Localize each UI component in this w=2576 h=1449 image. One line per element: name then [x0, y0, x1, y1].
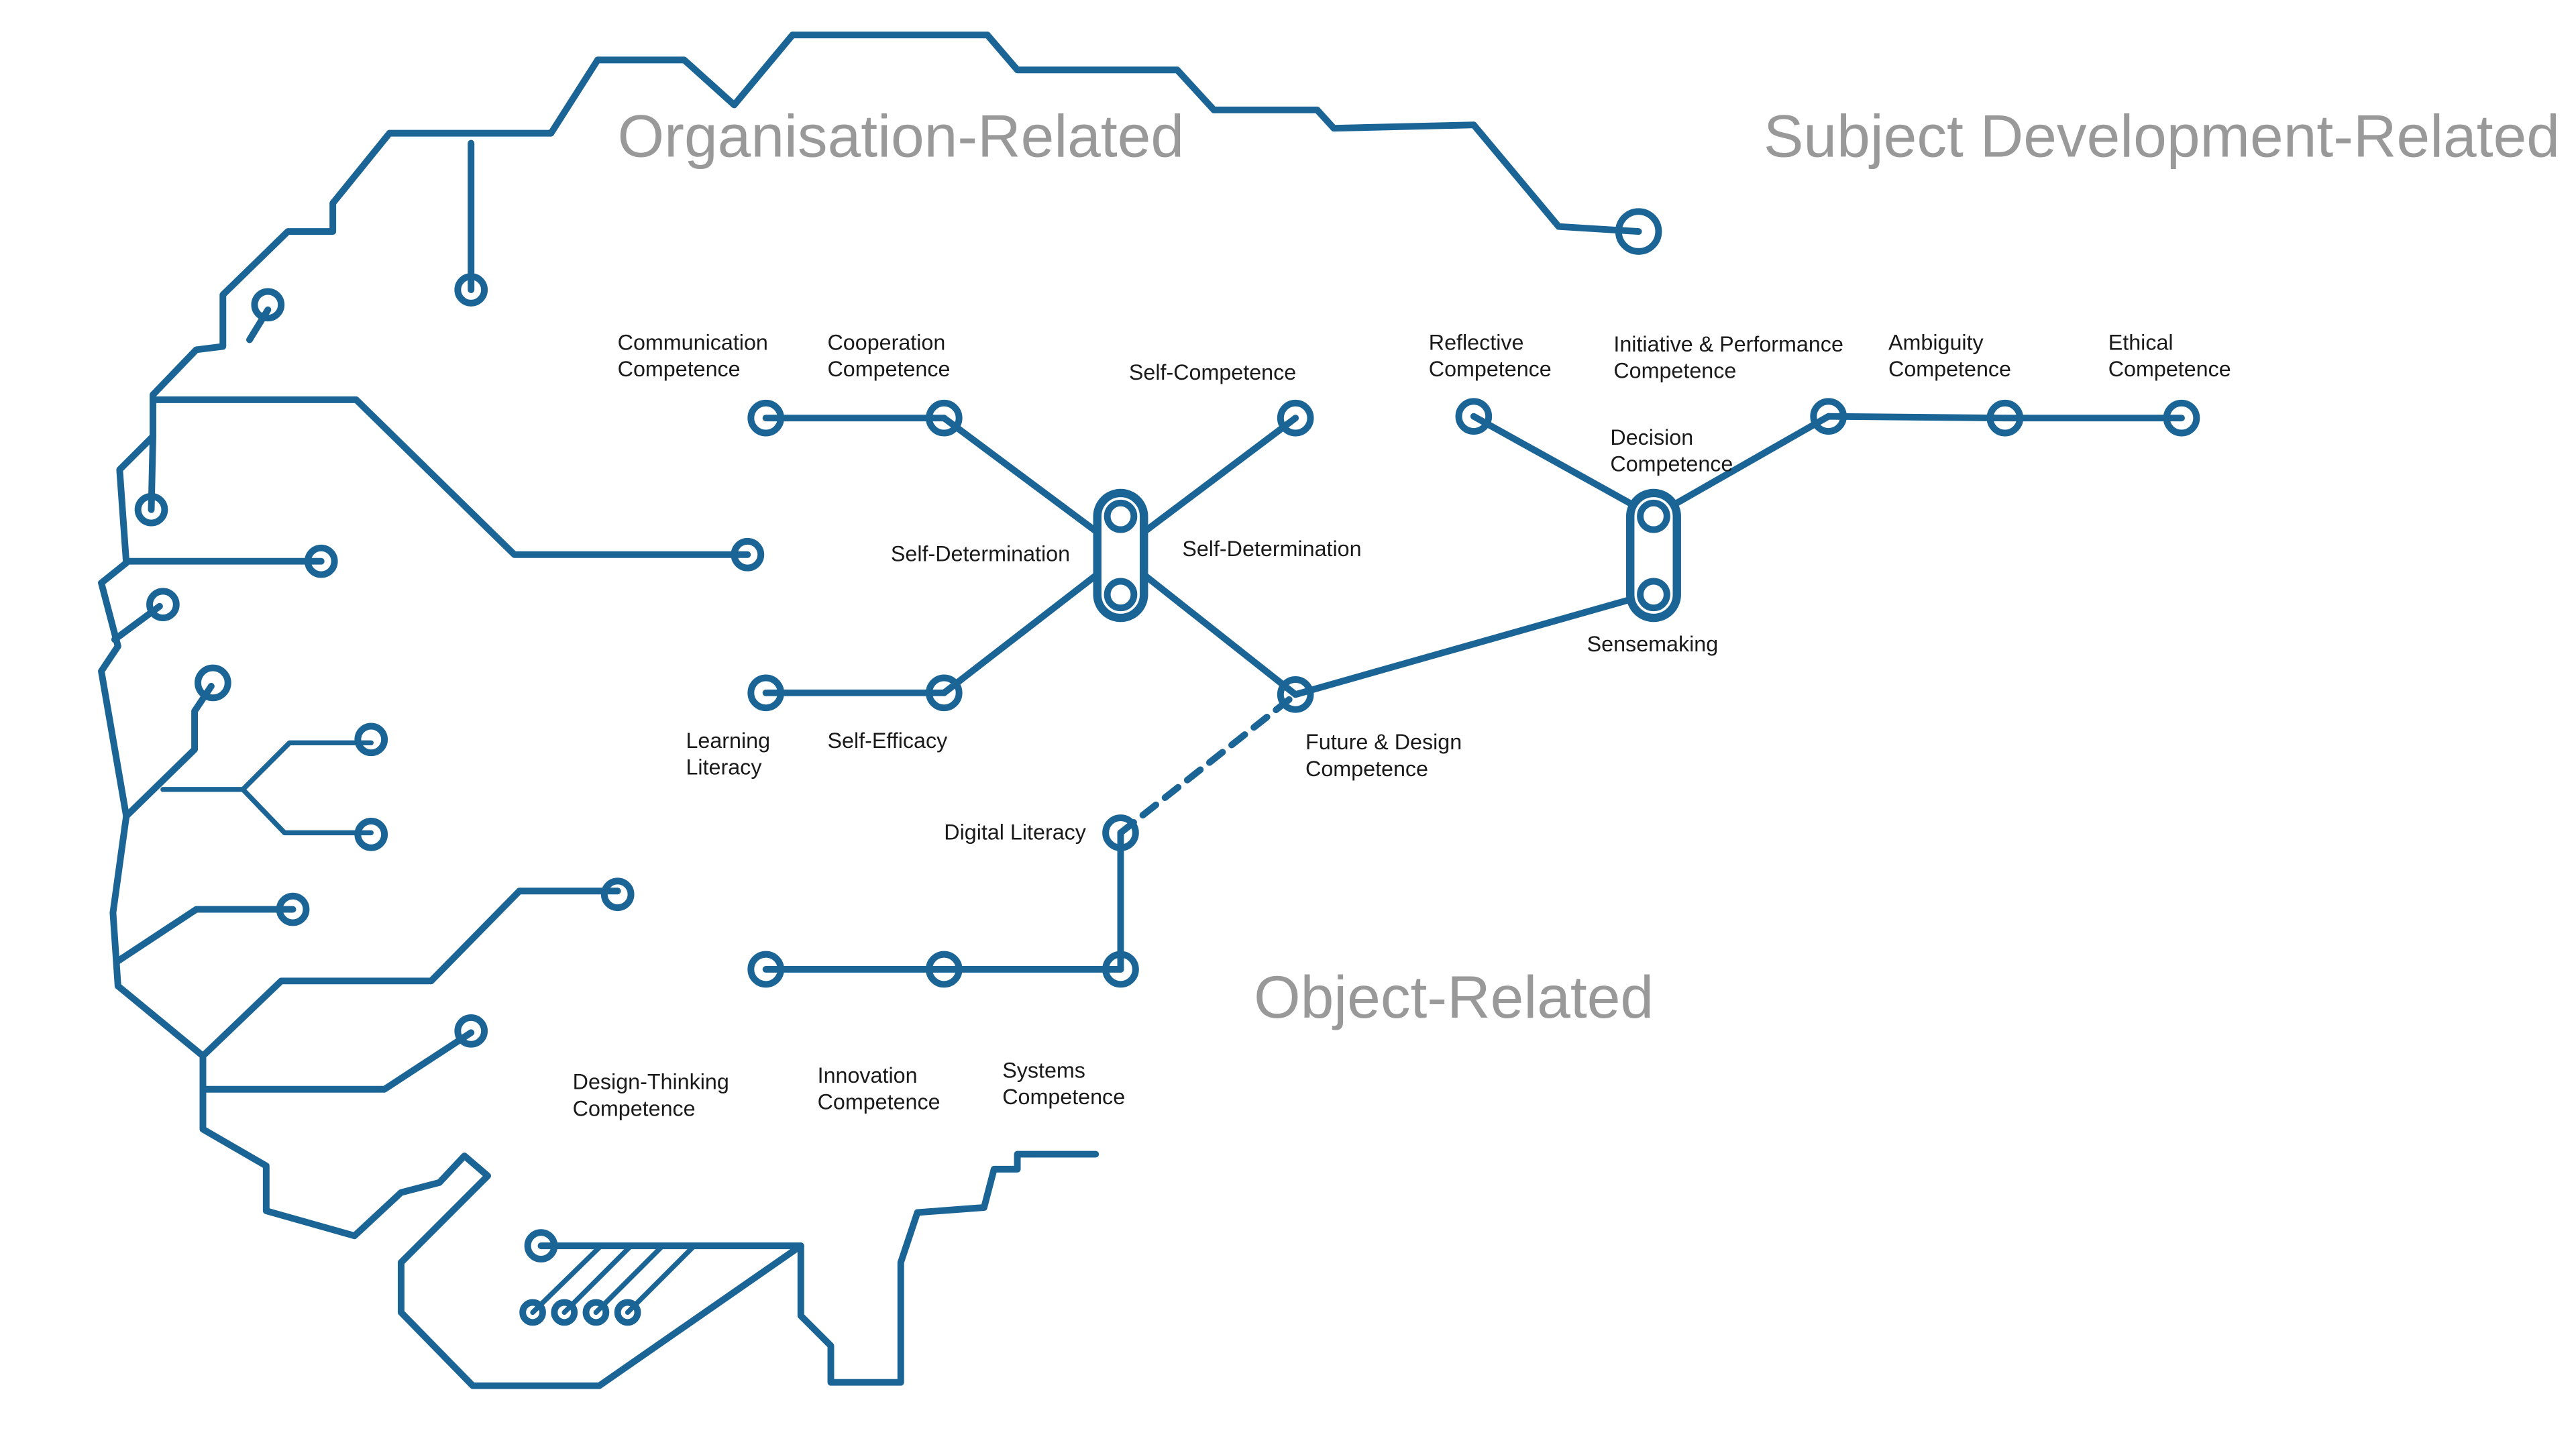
- branch-org-g: [114, 906, 297, 965]
- node-org-g: [276, 892, 310, 926]
- node-fan-top: [524, 1229, 558, 1263]
- node-ethical: [2163, 399, 2200, 437]
- hub-self-determination: [1093, 488, 1148, 623]
- node-ambiguity: [1986, 399, 2024, 437]
- node-initiative-performance: [1810, 398, 1847, 435]
- node-org-d: [304, 544, 338, 578]
- node-sensemaking: [1637, 578, 1670, 612]
- node-org-i: [454, 1014, 488, 1048]
- region-title-organisation: Organisation-Related: [618, 102, 1184, 169]
- branch-org-f: [123, 682, 215, 820]
- station-nodes: [134, 208, 2200, 1326]
- line-hub-future: [1117, 553, 1299, 698]
- region-title-object: Object-Related: [1254, 963, 1654, 1030]
- branch-org-h: [199, 888, 621, 1060]
- node-org-b-end: [731, 537, 765, 572]
- branch-org-fork2: [240, 787, 374, 836]
- node-fan-3: [582, 1299, 610, 1326]
- node-systems: [1102, 951, 1139, 988]
- region-title-subject-development: Subject Development-Related: [1764, 102, 2560, 169]
- node-org-f: [195, 664, 231, 702]
- node-fan-4: [614, 1299, 641, 1326]
- line-digital-future-dashed: [1117, 691, 1299, 837]
- label-self-efficacy: Self-Efficacy: [828, 729, 949, 753]
- node-org-e: [146, 588, 180, 622]
- branch-fan-3: [593, 1243, 665, 1316]
- node-org-fork-bottom: [354, 818, 388, 851]
- branch-org-fork: [160, 740, 374, 792]
- node-outline-end: [1615, 208, 1662, 255]
- node-fan-1: [519, 1299, 546, 1326]
- branch-org-b: [150, 396, 751, 558]
- node-org-a: [251, 288, 285, 322]
- node-org-drop: [454, 273, 488, 307]
- line-initiative-ambiguity: [1825, 413, 2008, 422]
- node-self-determination-bottom: [1104, 578, 1138, 612]
- label-self-determination-left: Self-Determination: [891, 542, 1070, 566]
- branch-fan-2: [561, 1243, 634, 1316]
- node-org-fork-top: [354, 722, 388, 757]
- node-communication: [747, 399, 784, 437]
- node-fan-2: [551, 1299, 578, 1326]
- brain-outline-top: [98, 32, 1642, 1389]
- branch-fan-1: [530, 1243, 604, 1316]
- node-learning-literacy: [747, 674, 784, 712]
- node-self-determination-top: [1104, 499, 1138, 533]
- node-design-thinking: [747, 951, 784, 988]
- circuit-lines: [98, 32, 2185, 1389]
- node-cooperation: [926, 399, 963, 437]
- line-cooperation-hub: [941, 415, 1124, 553]
- node-decision: [1637, 499, 1670, 533]
- branch-org-i: [199, 1029, 475, 1093]
- line-selfefficacy-hub: [941, 553, 1124, 696]
- label-digital-literacy: Digital Literacy: [944, 820, 1086, 844]
- node-self-efficacy: [926, 674, 963, 712]
- node-innovation: [926, 951, 963, 988]
- line-hub-selfcompetence: [1117, 415, 1299, 553]
- node-future-design: [1277, 676, 1314, 713]
- label-self-determination-right: Self-Determination: [1182, 537, 1361, 561]
- node-self-competence: [1277, 399, 1314, 437]
- label-sensemaking: Sensemaking: [1587, 632, 1719, 656]
- line-decision-initiative: [1650, 413, 1832, 520]
- branch-fan-4: [625, 1243, 697, 1316]
- label-self-competence: Self-Competence: [1129, 360, 1296, 384]
- line-future-sensemaking: [1292, 589, 1657, 698]
- node-org-c: [134, 492, 168, 527]
- hub-decision-sensemaking: [1626, 488, 1681, 623]
- node-reflective: [1455, 398, 1493, 435]
- node-org-h: [600, 877, 635, 912]
- line-reflective-decision: [1470, 413, 1657, 520]
- node-digital-literacy: [1102, 814, 1139, 851]
